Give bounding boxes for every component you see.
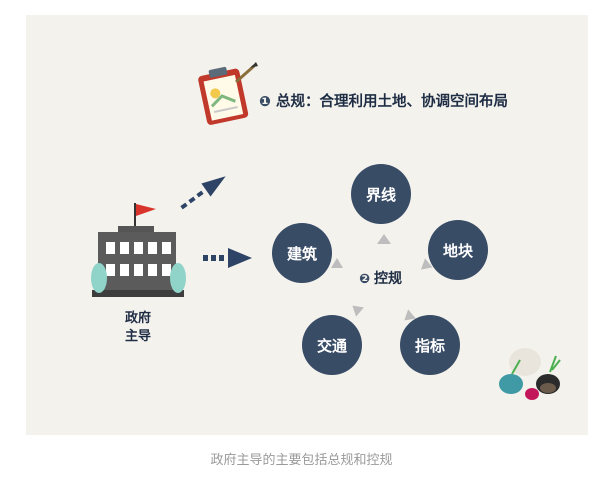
decorative-bowls-icon bbox=[499, 348, 561, 400]
node-jiaotong: 交通 bbox=[302, 315, 362, 375]
cycle-arrows bbox=[331, 234, 433, 321]
node-jiexian: 界线 bbox=[351, 164, 411, 224]
node-zhibiao-label: 指标 bbox=[415, 337, 445, 355]
cycle-arrow-top bbox=[377, 234, 391, 244]
cycle-arrow-bottom-right bbox=[404, 309, 416, 321]
cycle-arrow-right bbox=[420, 258, 433, 270]
cycle-arrow-bottom-left bbox=[352, 305, 364, 317]
government-label-line2: 主导 bbox=[125, 328, 151, 344]
figure-caption: 政府主导的主要包括总规和控规 bbox=[210, 453, 393, 468]
node-dikuai: 地块 bbox=[428, 220, 488, 280]
government-building-icon bbox=[91, 203, 186, 297]
zonggui-title: 总规：合理利用土地、协调空间布局 bbox=[276, 92, 508, 110]
government-label-line1: 政府 bbox=[125, 310, 151, 326]
zonggui-badge: ❶ bbox=[259, 94, 271, 110]
node-dikuai-label: 地块 bbox=[443, 242, 474, 260]
node-jiexian-label: 界线 bbox=[366, 186, 396, 204]
arrow-to-zonggui bbox=[180, 176, 226, 210]
node-jiaotong-label: 交通 bbox=[317, 337, 347, 355]
konggui-label: 控规 bbox=[374, 270, 402, 287]
node-jianzhu-label: 建筑 bbox=[287, 245, 317, 263]
planning-clipboard-icon bbox=[198, 62, 258, 125]
konggui-badge: ❷ bbox=[359, 272, 370, 287]
cycle-arrow-left bbox=[331, 258, 343, 268]
arrow-to-konggui bbox=[203, 248, 252, 268]
node-jianzhu: 建筑 bbox=[272, 223, 332, 283]
node-zhibiao: 指标 bbox=[400, 315, 460, 375]
